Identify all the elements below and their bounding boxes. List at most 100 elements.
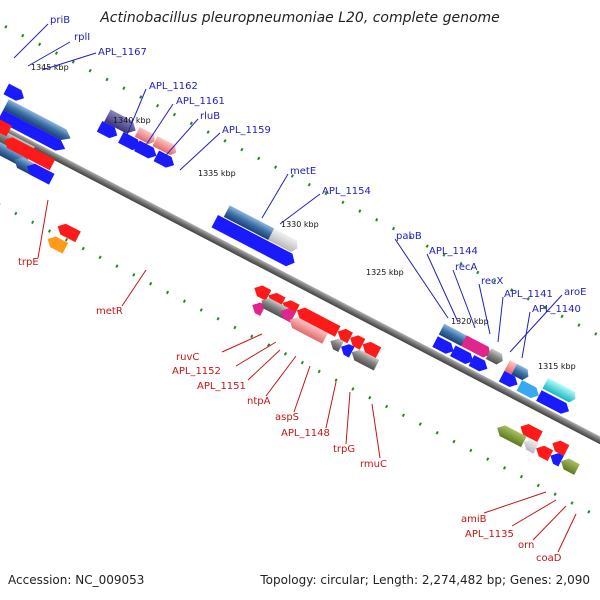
gene-label-asps: aspS — [275, 412, 299, 423]
gene-reverse — [254, 285, 272, 301]
gene-label-pribb: priB — [50, 15, 70, 26]
callout-line — [521, 311, 531, 359]
callout-line — [426, 253, 459, 323]
gene-forward — [542, 377, 576, 403]
callout-line — [13, 23, 49, 59]
gene-forward — [152, 136, 177, 156]
gene-reverse — [561, 458, 580, 475]
gene-forward — [3, 83, 24, 101]
gene-reverse — [4, 137, 56, 171]
callout-line — [265, 355, 297, 397]
gene-forward — [134, 140, 157, 159]
callout-line — [247, 349, 281, 381]
gene-reverse — [337, 328, 353, 344]
callout-line — [511, 499, 557, 527]
bottom-callouts — [37, 199, 577, 553]
gene-label-mete: metE — [290, 166, 316, 177]
gene-reverse — [351, 349, 380, 371]
tick-label: 1330 kbp — [281, 220, 319, 229]
gene-label-coad: coaD — [536, 553, 562, 564]
callout-line — [345, 391, 351, 445]
gene-reverse — [536, 445, 554, 462]
accession-text: Accession: NC_009053 — [8, 573, 145, 587]
gene-reverse — [0, 114, 12, 137]
callout-line — [325, 381, 337, 429]
callout-line — [221, 333, 263, 353]
gene-reverse — [362, 341, 382, 359]
gene-forward — [261, 240, 295, 267]
gene-reverse — [57, 223, 81, 243]
gene-label-apl-1135: APL_1135 — [465, 529, 514, 540]
gene-reverse — [350, 335, 366, 350]
callout-line — [478, 283, 491, 335]
gene-forward — [96, 120, 118, 139]
gene-forward — [438, 323, 468, 346]
gene-label-apl-1162: APL_1162 — [149, 81, 198, 92]
gene-forward — [153, 150, 175, 168]
gene-label-apl-1159: APL_1159 — [222, 125, 271, 136]
gene-label-aroe: aroE — [564, 287, 586, 298]
gene-label-rmuc: rmuC — [360, 459, 387, 470]
callout-line — [235, 341, 277, 367]
top-callouts — [13, 23, 563, 359]
gene-label-apl-1154: APL_1154 — [322, 186, 371, 197]
top-gene-labels: priB rplI APL_1167 APL_1162 APL_1161 rlu… — [50, 15, 586, 315]
gene-forward — [460, 335, 491, 358]
gene-forward — [118, 132, 141, 151]
gene-forward — [511, 363, 529, 381]
ruler-dots-top — [0, 7, 600, 398]
callout-line — [497, 296, 504, 343]
gene-label-apl-1144: APL_1144 — [429, 246, 478, 257]
gene-reverse — [280, 308, 297, 323]
gene-forward — [432, 336, 454, 354]
gene-reverse — [330, 338, 344, 353]
gene-label-apl-1141: APL_1141 — [504, 289, 553, 300]
gene-label-apl-1167: APL_1167 — [98, 47, 147, 58]
forward-strand — [0, 83, 576, 414]
reverse-strand — [0, 109, 580, 475]
callout-line — [37, 199, 49, 259]
callout-line — [483, 491, 547, 514]
gene-label-apl-1140: APL_1140 — [532, 304, 581, 315]
callout-line — [452, 269, 476, 329]
gene-forward — [516, 380, 539, 399]
callout-line — [179, 132, 221, 171]
gene-label-apl-1151: APL_1151 — [197, 381, 246, 392]
gene-reverse — [296, 307, 341, 337]
gene-forward — [450, 345, 474, 364]
gene-reverse — [26, 163, 55, 185]
gene-label-apl-1148: APL_1148 — [281, 428, 330, 439]
callout-line — [509, 294, 563, 353]
gene-forward — [223, 205, 275, 240]
gene-forward — [268, 228, 298, 252]
ruler-dots-bottom — [0, 150, 600, 541]
genome-band — [0, 7, 600, 541]
gene-reverse — [341, 344, 355, 358]
gene-label-ruvc: ruvC — [176, 352, 199, 363]
callout-line — [159, 118, 199, 163]
gene-label-rpli: rplI — [74, 32, 90, 43]
callout-line — [123, 88, 147, 143]
gene-forward — [468, 355, 488, 372]
tick-label: 1335 kbp — [198, 169, 236, 178]
map-title: Actinobacillus pleuropneumoniae L20, com… — [99, 10, 500, 26]
gene-label-reca: recA — [455, 262, 478, 273]
gene-reverse — [520, 424, 543, 443]
gene-label-metr: metR — [96, 306, 123, 317]
tick-label: 1340 kbp — [113, 116, 151, 125]
gene-reverse — [523, 439, 539, 454]
gene-label-apl-1152: APL_1152 — [172, 366, 221, 377]
tick-label: 1315 kbp — [538, 362, 576, 371]
genome-backbone — [0, 78, 600, 492]
gene-forward — [3, 99, 71, 140]
genome-stats-text: Topology: circular; Length: 2,274,482 bp… — [260, 573, 590, 587]
callout-line — [293, 365, 311, 413]
gene-label-trpg: trpG — [333, 444, 355, 455]
gene-label-apl-1161: APL_1161 — [176, 96, 225, 107]
callout-line — [371, 403, 381, 459]
gene-reverse — [289, 317, 328, 344]
gene-label-trpe: trpE — [18, 257, 39, 268]
gene-forward — [0, 109, 66, 151]
